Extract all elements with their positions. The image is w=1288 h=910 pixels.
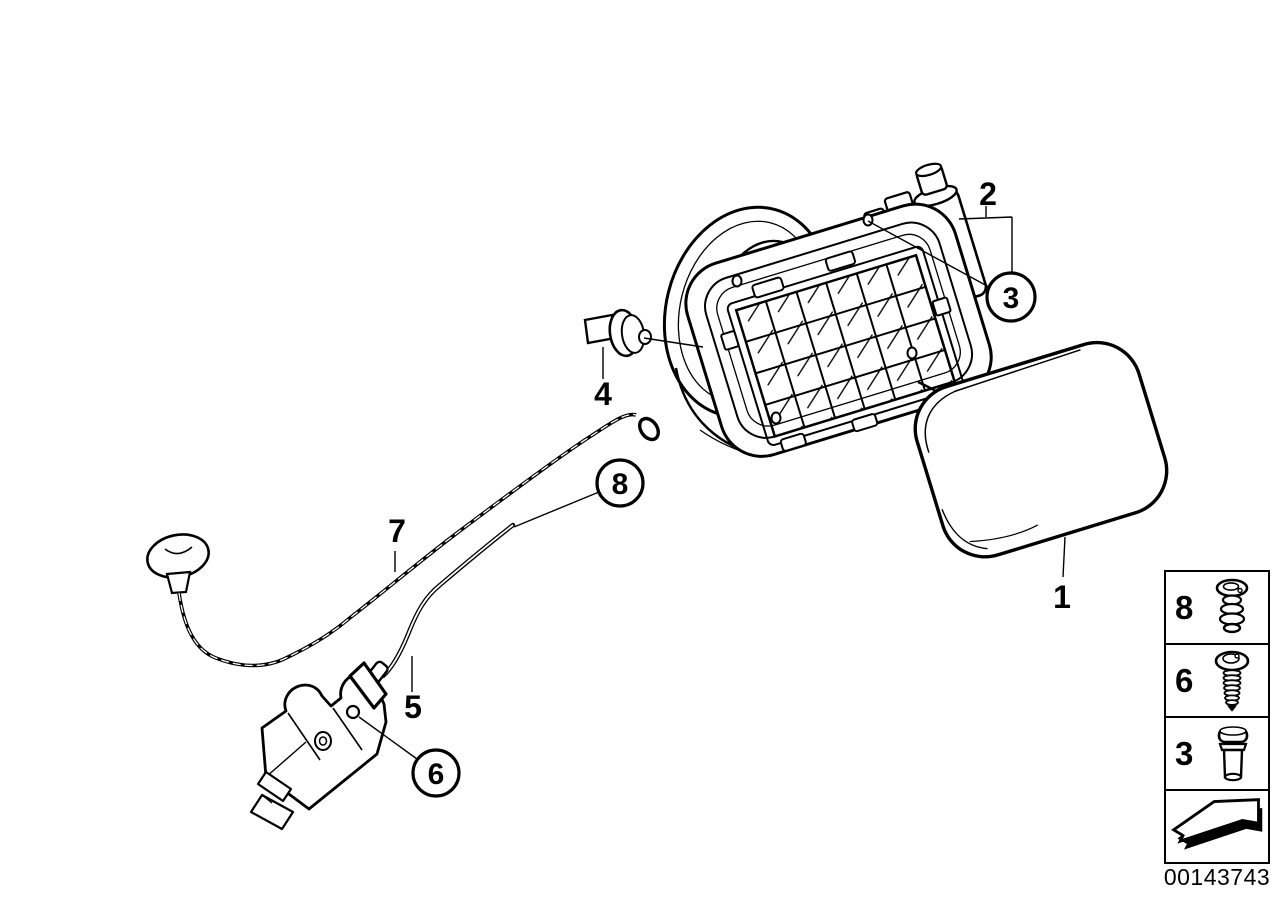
expanding-rivet-screw-icon bbox=[1215, 578, 1249, 633]
actuator-lever bbox=[348, 661, 388, 710]
svg-text:3: 3 bbox=[1003, 282, 1020, 315]
actuator-screw-hole bbox=[345, 704, 361, 720]
release-knob bbox=[146, 533, 210, 595]
fuel-filler-flap bbox=[913, 340, 1169, 559]
callout-2[interactable]: 2 bbox=[958, 176, 1013, 272]
svg-text:8: 8 bbox=[612, 468, 629, 501]
lock-actuator bbox=[249, 661, 388, 831]
callout-3[interactable]: 3 bbox=[867, 220, 1037, 323]
flange-holes bbox=[731, 213, 918, 425]
fastener-legend-panel: 8 6 bbox=[1164, 570, 1270, 864]
legend-row-8[interactable]: 8 bbox=[1166, 572, 1268, 645]
callout-1[interactable]: 1 bbox=[1053, 536, 1071, 615]
stud-pin-icon bbox=[1217, 725, 1249, 781]
legend-label-6: 6 bbox=[1175, 662, 1194, 699]
callout-4[interactable]: 4 bbox=[594, 337, 704, 412]
actuator-plug bbox=[249, 793, 295, 831]
direction-arrow-icon bbox=[1171, 797, 1263, 850]
callouts-layer: 1 2 3 4 5 6 bbox=[358, 176, 1071, 798]
legend-label-8: 8 bbox=[1175, 589, 1194, 626]
svg-text:2: 2 bbox=[979, 176, 997, 212]
emergency-release-cable bbox=[146, 412, 660, 668]
callout-5[interactable]: 5 bbox=[404, 656, 422, 725]
legend-row-6[interactable]: 6 bbox=[1166, 645, 1268, 718]
cable-eyelet bbox=[638, 416, 660, 442]
callout-8[interactable]: 8 bbox=[513, 458, 645, 528]
actuator-foot bbox=[256, 770, 293, 803]
legend-row-arrow[interactable] bbox=[1166, 791, 1268, 862]
svg-text:4: 4 bbox=[594, 376, 612, 412]
svg-text:1: 1 bbox=[1053, 579, 1071, 615]
flap-carrier-grid bbox=[720, 245, 965, 452]
buffer-grommet bbox=[583, 308, 652, 358]
legend-label-3: 3 bbox=[1175, 735, 1194, 772]
legend-row-3[interactable]: 3 bbox=[1166, 718, 1268, 791]
svg-text:7: 7 bbox=[388, 513, 406, 549]
svg-text:5: 5 bbox=[404, 689, 422, 725]
callout-6[interactable]: 6 bbox=[358, 716, 461, 798]
svg-text:6: 6 bbox=[428, 758, 445, 791]
callout-7[interactable]: 7 bbox=[388, 513, 406, 572]
washer-head-screw-icon bbox=[1214, 650, 1250, 712]
part-number: 00143743 bbox=[1163, 864, 1271, 890]
